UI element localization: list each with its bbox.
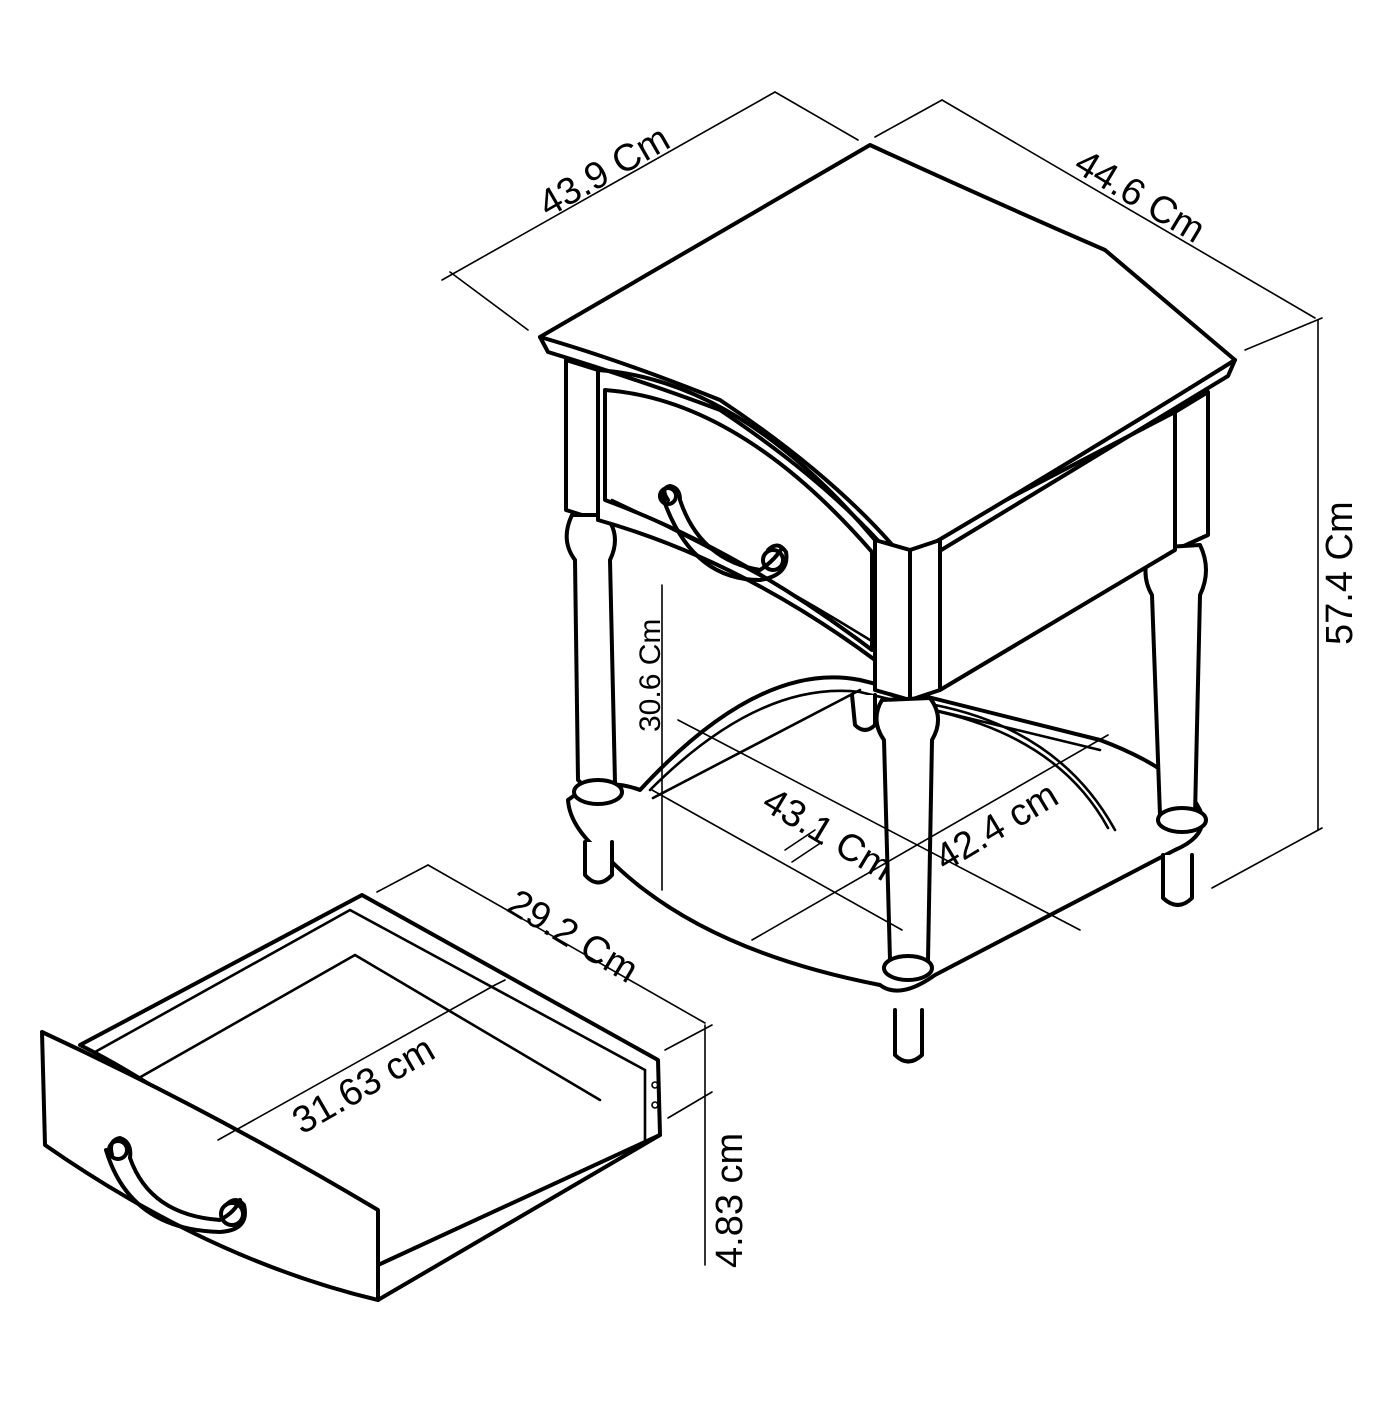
label-shelf-clearance: 30.6 Cm	[634, 619, 667, 732]
drawer-front-handle-icon	[104, 1136, 247, 1234]
back-left-leg	[564, 358, 624, 806]
drawer-handle-icon	[658, 484, 789, 582]
label-drawer-height: 4.83 cm	[709, 1133, 751, 1268]
table-dimension-lines	[441, 91, 1323, 941]
label-table-depth: 43.9 Cm	[532, 118, 677, 226]
rear-stub-foot	[850, 693, 877, 732]
table-drawer	[603, 388, 874, 652]
label-table-width: 44.6 Cm	[1067, 142, 1212, 252]
label-drawer-depth: 29.2 Cm	[500, 882, 645, 992]
pulled-out-drawer	[40, 864, 713, 1302]
back-left-foot	[583, 840, 614, 885]
bedside-table	[538, 143, 1237, 1064]
label-table-height: 57.4 Cm	[1319, 501, 1361, 645]
front-right-post	[873, 538, 942, 702]
front-left-leg	[874, 696, 940, 1064]
